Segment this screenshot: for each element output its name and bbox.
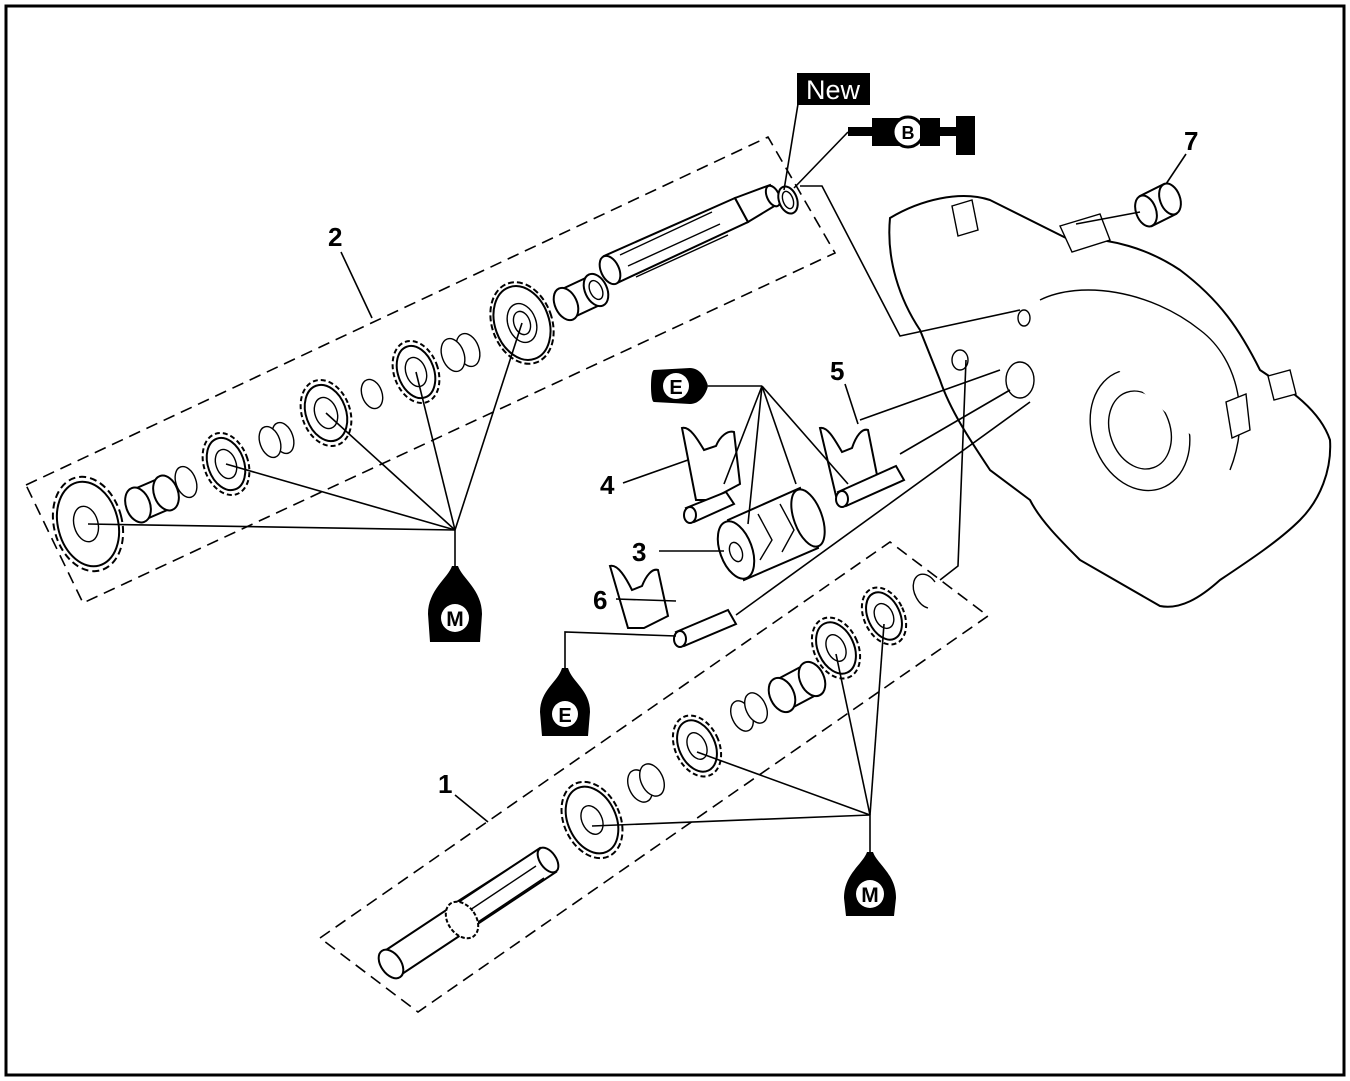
shift-fork-6: [608, 564, 738, 648]
callout-6: 6: [593, 585, 607, 615]
circlip: [912, 573, 936, 609]
drive-axle-gear-1: [560, 780, 624, 860]
callout-leaders: [87, 103, 1187, 852]
main-axle-shaft: [598, 183, 782, 286]
engine-oil-e-icon: E: [540, 668, 590, 736]
washer: [360, 378, 384, 410]
main-axle-bushing: [124, 474, 180, 524]
callout-2: 2: [328, 222, 342, 252]
callout-3: 3: [632, 537, 646, 567]
drive-axle-bearing: [767, 660, 827, 714]
svg-text:B: B: [902, 123, 915, 143]
washer: [258, 425, 282, 459]
bearing-7: [1134, 182, 1182, 228]
crankcase: [888, 195, 1332, 608]
callout-5: 5: [830, 356, 844, 386]
grease-gun-b-icon: B: [848, 115, 975, 155]
molybdenum-oil-m-icon: M: [844, 852, 896, 916]
main-axle-collar: [552, 272, 610, 322]
callout-1: 1: [438, 769, 452, 799]
shift-fork-4: [680, 426, 742, 524]
callout-7: 7: [1184, 126, 1198, 156]
engine-oil-e-icon: E: [651, 368, 708, 404]
svg-text:M: M: [861, 884, 879, 907]
svg-text:E: E: [669, 377, 682, 399]
new-part-badge: New: [797, 73, 870, 105]
callout-4: 4: [600, 470, 615, 500]
washer: [639, 763, 665, 797]
drive-axle-gear-5: [860, 586, 908, 646]
main-axle-group-outline: [24, 135, 837, 605]
svg-text:M: M: [446, 608, 464, 631]
shift-drum: [716, 486, 826, 582]
drive-axle-gear-4: [671, 714, 723, 778]
drive-axle-gear-3: [810, 616, 862, 680]
washer: [743, 692, 769, 724]
svg-text:New: New: [806, 75, 861, 105]
svg-text:E: E: [558, 705, 571, 727]
assembly-lines: [735, 185, 1141, 616]
molybdenum-oil-m-icon: M: [428, 566, 482, 642]
shift-fork-5: [818, 426, 906, 508]
drive-axle-shaft: [377, 846, 560, 980]
diagram-frame: [4, 4, 1346, 1077]
drive-axle-group-outline: [318, 541, 990, 1013]
washer: [440, 337, 466, 373]
